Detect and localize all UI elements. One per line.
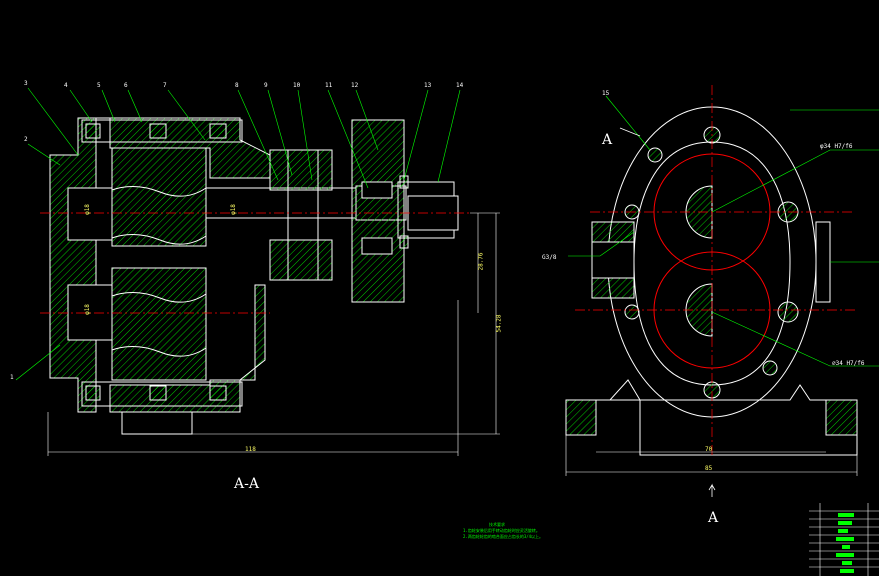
part-number-2: 2 [24, 136, 28, 143]
dim-shaft-lower: φ18 [83, 304, 91, 315]
break-line-2 [111, 234, 207, 245]
packing-gland [269, 149, 333, 191]
part-number-12: 12 [351, 82, 359, 89]
bore-fit-top: φ34 H7/f6 [820, 143, 853, 150]
base-foot [121, 412, 193, 435]
break-line-1 [111, 186, 207, 197]
shaft-bore-upper [67, 187, 113, 241]
dim-base-width-side: 70 [705, 446, 713, 453]
dim-height-b: 54.28 [495, 314, 503, 333]
part-number-10: 10 [293, 82, 301, 89]
bearing-bottom [81, 381, 243, 407]
part-number-4: 4 [64, 82, 68, 89]
leader-lines-side [568, 95, 879, 367]
notes-line-2: 2.两齿轮轮齿的啮合面应占齿长的3/4以上。 [463, 534, 544, 539]
dim-height-a: 28.76 [477, 252, 485, 271]
part-number-1: 1 [10, 374, 14, 381]
drive-shaft [205, 187, 357, 219]
notes-title: 技术要求 [489, 522, 505, 527]
technical-notes: 技术要求 1.齿轮安装后用手转动齿轮时应灵活旋转。 2.两齿轮轮齿的啮合面应占齿… [463, 522, 543, 540]
part-number-9: 9 [264, 82, 268, 89]
view-arrow [619, 127, 641, 137]
part-number-15: 15 [602, 90, 610, 97]
bearing-top [81, 119, 243, 143]
gear-half-lower [685, 283, 713, 337]
bore-fit-bottom: ∅34 H7/f6 [832, 360, 865, 367]
side-view-title: A [708, 510, 719, 526]
dim-overall-width-left: 118 [245, 446, 256, 453]
notes-line-1: 1.齿轮安装后用手转动齿轮时应灵活旋转。 [463, 528, 540, 533]
side-view-a [565, 85, 879, 497]
part-number-14: 14 [456, 82, 464, 89]
section-view-a-a [15, 87, 500, 456]
part-number-3: 3 [24, 80, 28, 87]
break-line-4 [111, 346, 207, 357]
section-title: A-A [234, 476, 259, 492]
part-number-7: 7 [163, 82, 167, 89]
part-number-8: 8 [235, 82, 239, 89]
gear-upper [111, 147, 207, 247]
thread-label: G3/8 [542, 254, 557, 261]
dim-shaft-right: φ18 [229, 204, 237, 215]
title-block [809, 503, 879, 576]
body-lower [109, 284, 266, 413]
bolt-holes [624, 126, 799, 399]
shaft-bore-lower [67, 284, 113, 341]
left-cover [49, 117, 97, 413]
side-view-cut-label: A [602, 132, 613, 148]
part-number-6: 6 [124, 82, 128, 89]
outlet-boss [815, 221, 831, 303]
part-number-5: 5 [97, 82, 101, 89]
part-number-11: 11 [325, 82, 333, 89]
break-line-3 [111, 292, 207, 303]
dim-shaft-upper: φ18 [83, 204, 91, 215]
drive-gear [351, 119, 405, 303]
dim-overall-width-side: 85 [705, 465, 713, 472]
leader-lines-left [15, 87, 461, 381]
gear-lower [111, 267, 207, 381]
part-number-13: 13 [424, 82, 432, 89]
